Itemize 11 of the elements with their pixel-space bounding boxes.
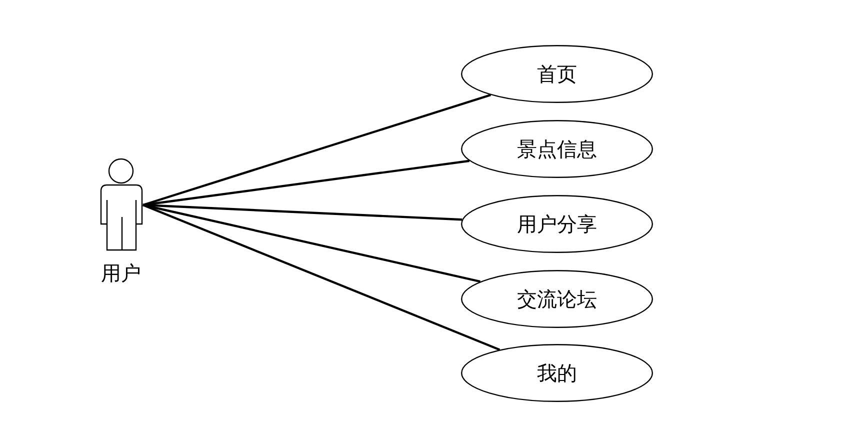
association-line: [142, 204, 462, 221]
use-case-ellipse: 景点信息: [461, 120, 653, 178]
association-line: [142, 94, 492, 206]
association-line: [142, 160, 470, 206]
use-case-ellipse: 我的: [461, 344, 653, 402]
use-case-ellipse: 首页: [461, 45, 653, 103]
use-case-ellipse: 用户分享: [461, 195, 653, 253]
use-case-ellipse: 交流论坛: [461, 270, 653, 328]
actor-label: 用户: [101, 260, 141, 287]
association-line: [142, 204, 500, 351]
association-line: [142, 204, 480, 283]
